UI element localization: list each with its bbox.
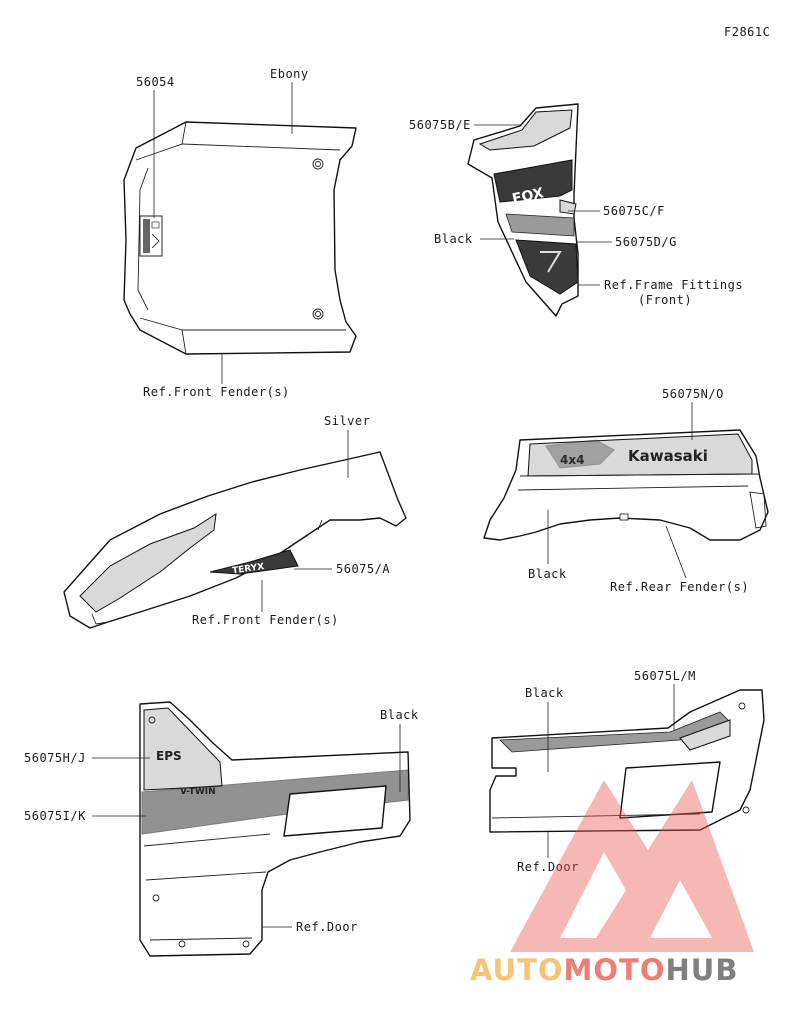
hood-panel — [123, 121, 357, 355]
label-ebony: Ebony — [270, 67, 309, 81]
label-56075cf: 56075C/F — [603, 204, 665, 218]
warning-label-decal — [139, 215, 163, 257]
label-ref-front-fender-top: Ref.Front Fender(s) — [143, 385, 290, 399]
right-door-diagram — [489, 689, 765, 833]
label-black-bottom-left: Black — [380, 708, 419, 722]
label-black-mid: Black — [528, 567, 567, 581]
front-fender-diagram: TERYX — [63, 451, 407, 629]
label-56054: 56054 — [136, 75, 175, 89]
svg-text:AUTOMOTOHUB: AUTOMOTOHUB — [470, 953, 738, 987]
fox-logo: FOX — [511, 185, 546, 207]
teryx-logo: TERYX — [232, 562, 265, 576]
label-56075hj: 56075H/J — [24, 751, 86, 765]
label-ref-rear-fender: Ref.Rear Fender(s) — [610, 580, 749, 594]
vtwin-logo: V-TWIN — [180, 787, 216, 797]
label-56075a: 56075/A — [336, 562, 390, 576]
watermark-triangle-logo — [510, 780, 754, 952]
watermark-hub: HUB — [666, 953, 739, 987]
label-56075lm: 56075L/M — [634, 669, 696, 683]
label-56075be: 56075B/E — [409, 118, 471, 132]
figure-code: F2861C — [724, 25, 770, 39]
label-ref-front-fender-mid: Ref.Front Fender(s) — [192, 613, 339, 627]
label-56075dg: 56075D/G — [615, 235, 677, 249]
eps-logo: EPS — [156, 749, 182, 763]
label-56075no: 56075N/O — [662, 387, 724, 401]
label-56075ik: 56075I/K — [24, 809, 86, 823]
frame-cover-diagram: FOX — [467, 103, 579, 317]
label-black-bottom-right: Black — [525, 686, 564, 700]
label-ref-frame-fittings-front: (Front) — [638, 293, 692, 307]
left-door-diagram: EPS V-TWIN — [139, 701, 411, 957]
watermark-moto: MOTO — [564, 953, 666, 987]
label-silver: Silver — [324, 414, 370, 428]
front-fender — [63, 451, 407, 629]
label-ref-door-right: Ref.Door — [517, 860, 579, 874]
label-ref-frame-fittings: Ref.Frame Fittings — [604, 278, 743, 292]
label-black-top: Black — [434, 232, 473, 246]
label-ref-door-left: Ref.Door — [296, 920, 358, 934]
watermark-auto: AUTO — [470, 953, 564, 987]
rear-fender-diagram: Kawasaki 4x4 — [483, 429, 769, 541]
automotohub-watermark: AUTOMOTOHUB — [470, 780, 754, 987]
teryx-decal-area — [209, 549, 299, 575]
kawasaki-logo: Kawasaki — [628, 447, 708, 465]
four-by-four-logo: 4x4 — [560, 453, 584, 467]
hood-panel-diagram — [123, 121, 357, 355]
